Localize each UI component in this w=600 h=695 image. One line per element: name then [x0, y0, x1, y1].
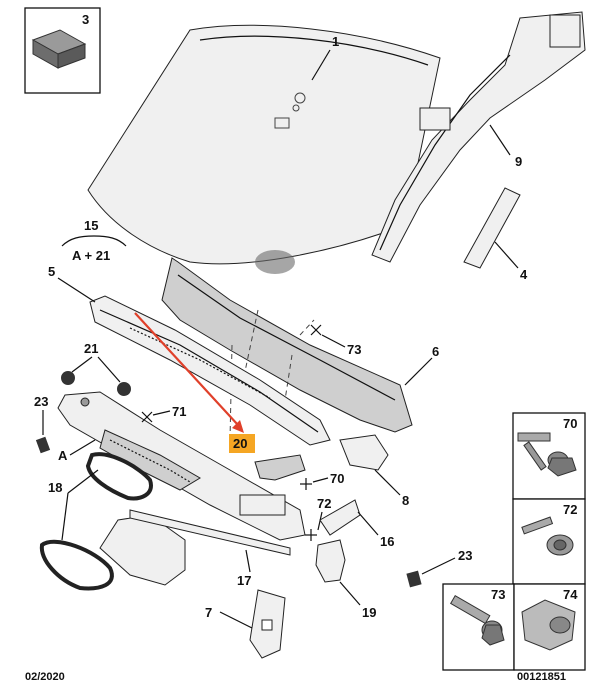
bracket-16	[319, 499, 379, 536]
clip-23-left	[35, 410, 51, 454]
callout-17: 17	[237, 573, 251, 588]
callout-A: A	[58, 448, 68, 463]
screw-70-icon	[517, 432, 577, 477]
callout-3: 3	[82, 12, 89, 27]
windshield	[87, 24, 441, 274]
upper-cowl-panel	[161, 257, 433, 433]
legend-label-73: 73	[491, 587, 505, 602]
highlight-arrow	[134, 312, 244, 433]
fastener-71-marker	[141, 410, 171, 423]
a-pillar	[371, 11, 586, 263]
cowl-seal-strip	[57, 277, 331, 446]
dashed-guide-4	[299, 319, 315, 336]
callout-20-highlight: 20	[229, 434, 255, 453]
callout-15: 15	[84, 218, 98, 233]
callout-72: 72	[317, 496, 331, 511]
callout-18: 18	[48, 480, 62, 495]
callout-73: 73	[347, 342, 361, 357]
callout-15-sub: A + 21	[72, 248, 110, 263]
legend-label-74: 74	[563, 587, 578, 602]
fastener-73-marker	[310, 324, 346, 348]
seal-18	[39, 452, 153, 591]
fastener-72-marker	[305, 511, 323, 541]
callout-70: 70	[330, 471, 344, 486]
callout-5: 5	[48, 264, 55, 279]
screw-72-icon	[521, 516, 574, 556]
callout-6: 6	[432, 344, 439, 359]
callout-8: 8	[402, 493, 409, 508]
callout-15-bracket: 15 A + 21	[61, 218, 127, 263]
callout-21: 21	[84, 341, 98, 356]
bolt-73-icon	[449, 594, 505, 646]
fastener-legend: 70 72 73 74	[442, 412, 586, 671]
part-3-inset: 3	[24, 7, 101, 94]
bracket-19	[315, 539, 361, 606]
callout-1: 1	[332, 34, 339, 49]
footer-ref: 00121851	[517, 671, 566, 683]
legend-label-72: 72	[563, 502, 577, 517]
callout-19: 19	[362, 605, 376, 620]
legend-label-70: 70	[563, 416, 577, 431]
callout-4: 4	[520, 267, 528, 282]
lower-cowl-tray	[57, 391, 306, 541]
callout-23-left: 23	[34, 394, 48, 409]
trim-strip	[463, 187, 521, 269]
callout-23-right: 23	[458, 548, 472, 563]
bracket-7	[219, 589, 286, 659]
clips-21	[61, 356, 131, 396]
bracket-20	[254, 454, 306, 481]
clip-23-right	[406, 557, 456, 588]
footer-date: 02/2020	[25, 671, 65, 683]
callout-16: 16	[380, 534, 394, 549]
callout-7: 7	[205, 605, 212, 620]
callout-9: 9	[515, 154, 522, 169]
callout-20: 20	[233, 436, 247, 451]
callout-71: 71	[172, 404, 186, 419]
dashed-guide-2	[284, 354, 293, 401]
clip-74-icon	[521, 599, 576, 651]
rail-17	[129, 509, 291, 573]
fastener-70-marker	[300, 477, 329, 490]
bracket-8	[339, 434, 401, 496]
